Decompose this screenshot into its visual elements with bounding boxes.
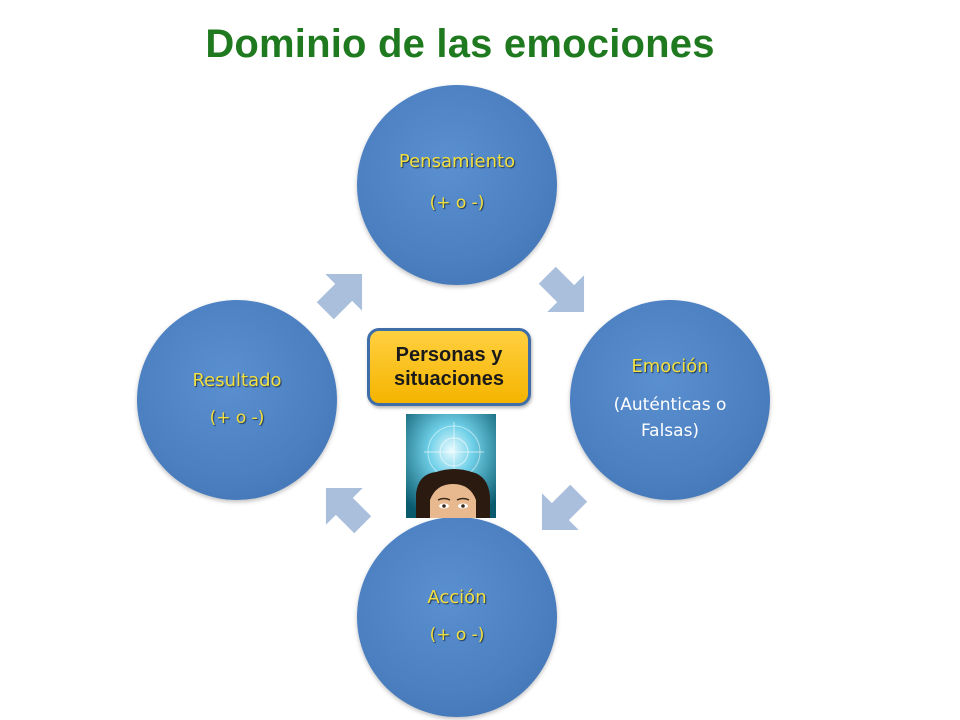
center-line-2: situaciones <box>393 368 505 390</box>
face-picture <box>406 414 496 518</box>
arrow-resultado-to-pensamiento <box>316 273 363 320</box>
node-accion-label: Acción <box>427 587 487 608</box>
node-emocion-sub-2: Falsas) <box>640 421 700 441</box>
node-pensamiento-sub: (+ o -) <box>429 193 485 213</box>
node-pensamiento: Pensamiento (+ o -) <box>357 85 557 285</box>
node-resultado-sub: (+ o -) <box>209 408 265 428</box>
node-emocion-sub-1: (Auténticas o <box>613 395 727 415</box>
node-pensamiento-label: Pensamiento <box>398 151 516 172</box>
center-box: Personas y situaciones <box>367 328 531 406</box>
portrait-image <box>406 414 496 518</box>
arrow-accion-to-resultado <box>325 487 372 534</box>
arrow-emocion-to-accion <box>541 484 588 531</box>
arrow-pensamiento-to-emocion <box>538 266 585 313</box>
node-accion-sub: (+ o -) <box>429 625 485 645</box>
node-resultado: Resultado (+ o -) <box>137 300 337 500</box>
center-line-1: Personas y <box>395 344 503 366</box>
page-title: Dominio de las emociones <box>205 22 715 66</box>
node-accion: Acción (+ o -) <box>357 517 557 717</box>
node-emocion-label: Emoción <box>631 356 709 377</box>
node-emocion: Emoción (Auténticas o Falsas) <box>570 300 770 500</box>
node-resultado-label: Resultado <box>192 370 282 391</box>
